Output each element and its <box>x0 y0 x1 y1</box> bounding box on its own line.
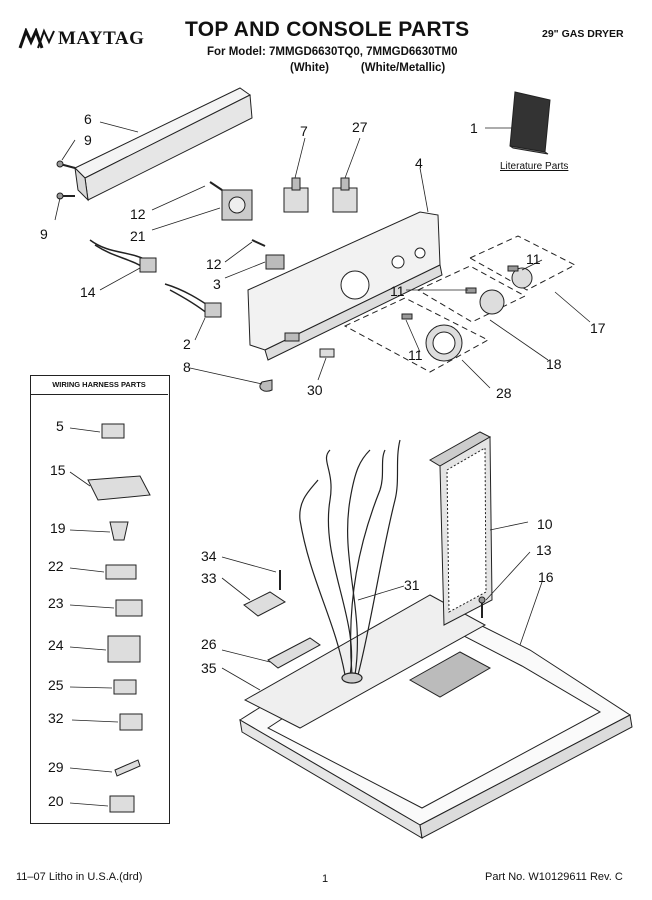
wiring-harness-title: WIRING HARNESS PARTS <box>30 376 168 395</box>
harness-inset-parts <box>87 423 151 813</box>
switch-27 <box>332 177 358 213</box>
callout-9: 9 <box>40 226 48 242</box>
callout-1: 1 <box>470 120 478 136</box>
callout-2: 2 <box>183 336 191 352</box>
callout-5: 5 <box>56 418 64 434</box>
console-rear-panel <box>74 87 253 202</box>
maytag-logo: MAYTAG <box>18 26 158 52</box>
callout-4: 4 <box>415 155 423 171</box>
wire-harness-31 <box>299 439 401 684</box>
callout-31: 31 <box>404 577 420 593</box>
callout-10: 10 <box>537 516 553 532</box>
part-number: Part No. W10129611 Rev. C <box>485 871 623 883</box>
callout-20: 20 <box>48 793 64 809</box>
callout-27: 27 <box>352 119 368 135</box>
product-type: 29" GAS DRYER <box>542 28 624 40</box>
callout-19: 19 <box>50 520 66 536</box>
callout-34: 34 <box>201 548 217 564</box>
callout-12: 12 <box>206 256 222 272</box>
brand-name: MAYTAG <box>58 28 145 49</box>
wiring-harness-box <box>30 375 170 824</box>
callout-3: 3 <box>213 276 221 292</box>
callout-8: 8 <box>183 359 191 375</box>
callout-18: 18 <box>546 356 562 372</box>
maytag-m-icon <box>18 28 55 49</box>
callout-7: 7 <box>300 123 308 139</box>
screw-9a <box>56 160 76 169</box>
callout-15: 15 <box>50 462 66 478</box>
literature-parts-label: Literature Parts <box>500 161 569 172</box>
callout-26: 26 <box>201 636 217 652</box>
literature-book-1 <box>509 91 551 155</box>
switch-7 <box>283 177 309 213</box>
callout-30: 30 <box>307 382 323 398</box>
model-finishes: (White) (White/Metallic) <box>290 62 446 74</box>
callout-21: 21 <box>130 228 146 244</box>
lint-screen-10 <box>429 431 493 626</box>
callout-23: 23 <box>48 595 64 611</box>
callout-6: 6 <box>84 111 92 127</box>
callout-14: 14 <box>80 284 96 300</box>
page-number: 1 <box>322 873 329 885</box>
console-4 <box>247 211 443 361</box>
callout-32: 32 <box>48 710 64 726</box>
callout-16: 16 <box>538 569 554 585</box>
callout-11: 11 <box>408 347 423 363</box>
callout-25: 25 <box>48 677 64 693</box>
callout-24: 24 <box>48 637 64 653</box>
callout-28: 28 <box>496 385 512 401</box>
callout-11: 11 <box>526 251 541 267</box>
callout-12: 12 <box>130 206 146 222</box>
callout-22: 22 <box>48 558 64 574</box>
callout-33: 33 <box>201 570 217 586</box>
callout-17: 17 <box>590 320 606 336</box>
callout-11: 11 <box>390 283 405 299</box>
print-info: 11–07 Litho in U.S.A.(drd) <box>16 871 143 883</box>
model-numbers: For Model: 7MMGD6630TQ0, 7MMGD6630TM0 <box>207 46 458 58</box>
callout-35: 35 <box>201 660 217 676</box>
callout-29: 29 <box>48 759 64 775</box>
page-title: TOP AND CONSOLE PARTS <box>185 18 470 41</box>
screw-9b <box>56 192 75 200</box>
timer-21 <box>221 189 253 221</box>
callout-9: 9 <box>84 132 92 148</box>
knob-group-boxes <box>343 235 577 373</box>
callout-13: 13 <box>536 542 552 558</box>
